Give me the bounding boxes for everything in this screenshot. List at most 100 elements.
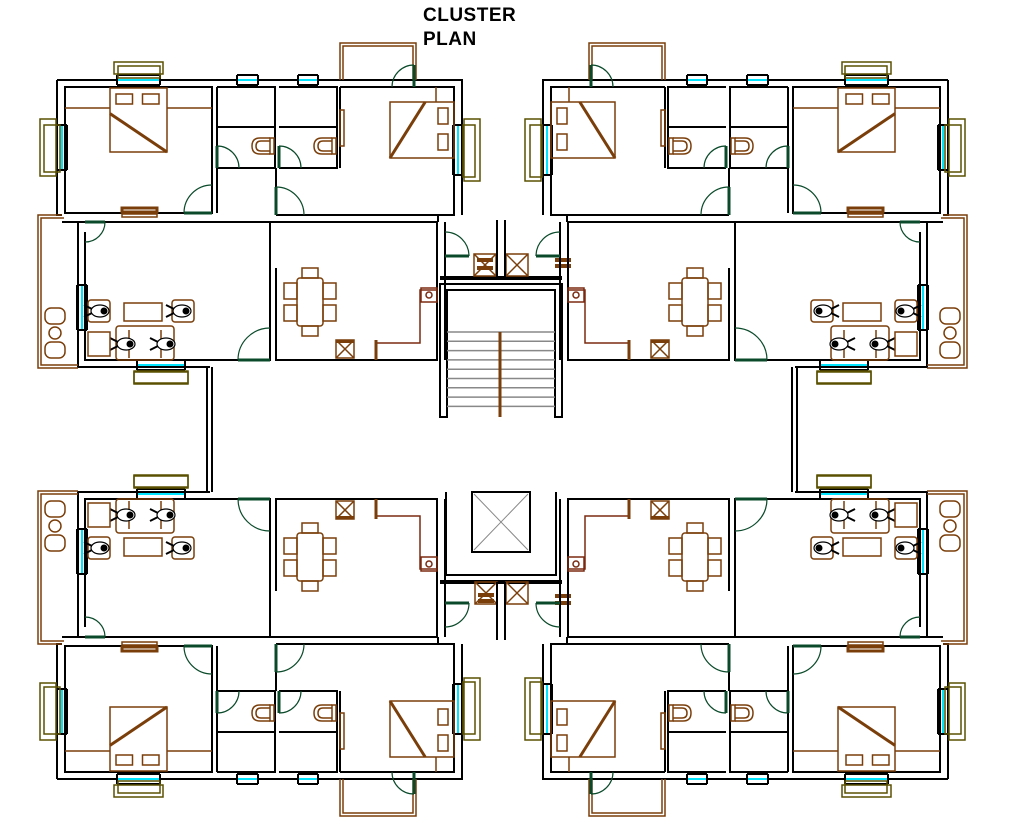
toilet-seat <box>735 140 750 152</box>
dining-set <box>668 522 722 592</box>
door-bedroom-2 <box>700 186 731 216</box>
seated-person-icon <box>869 508 896 522</box>
armchair <box>894 299 918 323</box>
chair <box>44 307 66 325</box>
armchair <box>171 299 195 323</box>
bed-cover-fold <box>837 705 896 747</box>
meter-box <box>555 258 571 262</box>
seated-person-icon <box>109 337 136 351</box>
window-sill <box>113 784 164 798</box>
wardrobe <box>339 109 345 147</box>
flat-walls <box>56 79 463 368</box>
dining-chair <box>686 522 704 534</box>
door-swing-arc <box>899 221 921 243</box>
door-frame-bottom <box>847 641 884 646</box>
stool <box>48 519 62 533</box>
person-arm <box>83 541 93 547</box>
door-swing-arc <box>792 184 822 214</box>
stool <box>943 519 957 533</box>
person-head <box>831 511 839 519</box>
shaft-cap <box>651 516 669 519</box>
armchair <box>87 536 111 560</box>
dining-table <box>296 532 324 582</box>
door-balcony-side <box>899 616 921 639</box>
dining-chair <box>322 559 337 577</box>
person-arm <box>149 508 159 514</box>
toilet-wc-2 <box>313 704 337 722</box>
window-sill <box>524 118 542 182</box>
toilet-cistern <box>269 704 275 722</box>
balcony-rail <box>37 490 78 645</box>
toilet-bowl <box>735 137 754 155</box>
dining-chair <box>668 304 683 322</box>
double-bed-bedroom-1 <box>837 87 896 154</box>
window-bedroom-2-side <box>452 118 481 182</box>
window-sill <box>816 370 872 384</box>
door-toilet-1 <box>765 690 790 714</box>
door-balcony-side <box>84 616 106 639</box>
wardrobe <box>660 109 666 147</box>
toilet-wc-2 <box>313 137 337 155</box>
person-head <box>100 544 108 552</box>
meter-box <box>555 264 571 268</box>
window-toilet-1 <box>236 74 259 86</box>
coffee-table <box>842 537 882 557</box>
coffee-table <box>842 302 882 322</box>
pillow <box>115 754 134 766</box>
person-head <box>126 511 134 519</box>
duct-cap <box>478 593 494 597</box>
kitchen-sink-drain <box>572 291 580 299</box>
door-swing-arc <box>216 145 240 169</box>
person-arm <box>109 516 119 522</box>
dining-wall <box>275 498 438 637</box>
plan-title-line-2: PLAN <box>423 29 477 50</box>
door-swing-arc <box>237 498 271 532</box>
balcony-top <box>588 42 666 88</box>
seated-person-icon <box>895 304 922 318</box>
bed-frame <box>109 87 168 153</box>
shaft-cap <box>336 340 354 343</box>
wardrobe <box>339 712 345 750</box>
flat-bottom-left <box>37 474 481 817</box>
dining-table <box>681 532 709 582</box>
living-wall <box>77 222 210 368</box>
balcony-rail <box>339 42 417 80</box>
seated-person-icon <box>813 304 840 318</box>
dining-table <box>296 277 324 327</box>
kitchen-sink-drain <box>425 291 433 299</box>
bed-cover-fold <box>109 112 168 154</box>
balcony-door <box>391 771 416 795</box>
meter-box <box>555 594 571 598</box>
window-sill <box>133 370 189 384</box>
side-table <box>87 331 111 357</box>
bed-cover-fold <box>109 705 168 747</box>
seated-person-icon <box>165 541 192 555</box>
dining-chair <box>707 304 722 322</box>
seated-person-icon <box>813 541 840 555</box>
person-arm <box>165 549 175 555</box>
balcony-top <box>339 771 417 817</box>
person-head <box>871 340 879 348</box>
dining-chair <box>283 282 298 300</box>
toilet-cistern <box>331 137 337 155</box>
window-sill <box>816 474 872 488</box>
window-sill <box>529 124 543 178</box>
window-sill <box>944 124 962 173</box>
core-walls <box>206 367 798 492</box>
door-living-entry <box>734 327 768 362</box>
balcony-rail <box>40 217 78 366</box>
toilet-wc-1 <box>251 704 275 722</box>
door-swing-arc <box>275 186 305 216</box>
door-toilet-2 <box>703 690 728 714</box>
window-sill <box>39 118 57 177</box>
toilet-wc-2 <box>668 704 692 722</box>
bedroom-2-wall <box>550 86 729 216</box>
bed-cover-fold <box>837 112 896 154</box>
double-bed-bedroom-1 <box>837 705 896 772</box>
shaft-cap <box>336 516 354 519</box>
dining-chair <box>322 537 337 555</box>
bed-cover-fold <box>578 101 617 159</box>
dining-wall <box>567 498 730 637</box>
window-sill <box>844 780 888 794</box>
window-sill <box>133 475 189 489</box>
